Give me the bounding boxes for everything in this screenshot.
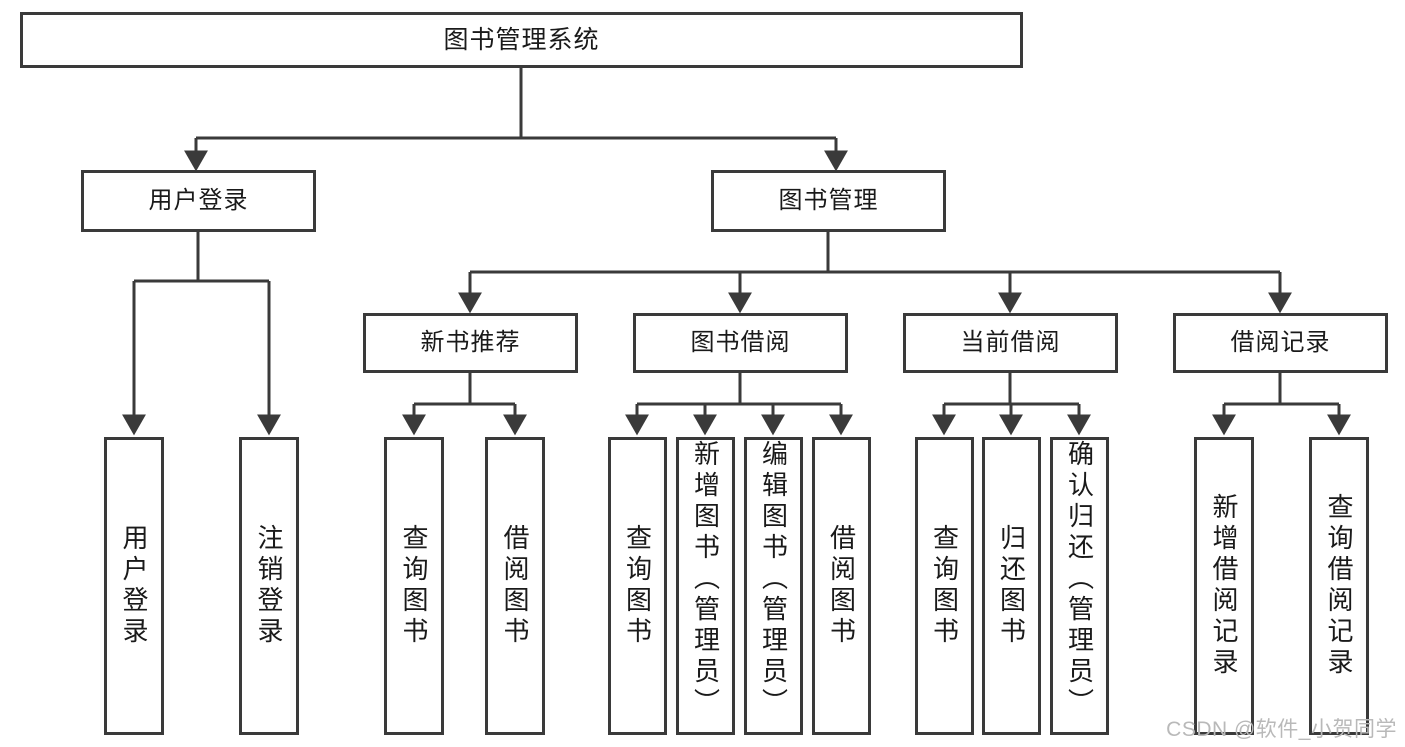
leaf-record-query-record[interactable]: 查询借阅记录 xyxy=(1309,437,1369,735)
watermark: CSDN @软件_小贺同学 xyxy=(1166,718,1397,741)
node-label: 编辑图书（管理员） xyxy=(758,440,789,719)
node-label: 当前借阅 xyxy=(960,329,1061,357)
node-root-system[interactable]: 图书管理系统 xyxy=(20,12,1023,68)
leaf-borrow-edit-book-admin[interactable]: 编辑图书（管理员） xyxy=(744,437,803,735)
leaf-current-return-book[interactable]: 归还图书 xyxy=(982,437,1041,735)
node-label: 借阅图书 xyxy=(500,524,531,648)
node-current-borrow[interactable]: 当前借阅 xyxy=(903,313,1118,373)
leaf-borrow-query-book[interactable]: 查询图书 xyxy=(608,437,667,735)
node-label: 图书管理系统 xyxy=(443,25,600,54)
node-label: 图书借阅 xyxy=(690,329,791,357)
node-borrow-record[interactable]: 借阅记录 xyxy=(1173,313,1388,373)
node-label: 新增图书（管理员） xyxy=(690,440,721,719)
leaf-recommend-query-book[interactable]: 查询图书 xyxy=(384,437,444,735)
node-label: 借阅图书 xyxy=(826,524,857,648)
node-label: 新书推荐 xyxy=(420,329,521,357)
node-label: 查询图书 xyxy=(622,524,653,648)
node-new-book-recommend[interactable]: 新书推荐 xyxy=(363,313,578,373)
node-label: 用户登录 xyxy=(148,187,249,215)
node-label: 归还图书 xyxy=(996,524,1027,648)
leaf-record-add-record[interactable]: 新增借阅记录 xyxy=(1194,437,1254,735)
leaf-current-confirm-return-admin[interactable]: 确认归还（管理员） xyxy=(1050,437,1109,735)
node-user-login[interactable]: 用户登录 xyxy=(81,170,316,232)
node-label: 查询图书 xyxy=(929,524,960,648)
leaf-borrow-add-book-admin[interactable]: 新增图书（管理员） xyxy=(676,437,735,735)
leaf-borrow-borrow-book[interactable]: 借阅图书 xyxy=(812,437,871,735)
leaf-current-query-book[interactable]: 查询图书 xyxy=(915,437,974,735)
leaf-user-login-logout[interactable]: 注销登录 xyxy=(239,437,299,735)
node-label: 查询图书 xyxy=(399,524,430,648)
leaf-recommend-borrow-book[interactable]: 借阅图书 xyxy=(485,437,545,735)
node-book-borrow[interactable]: 图书借阅 xyxy=(633,313,848,373)
node-label: 查询借阅记录 xyxy=(1324,493,1355,679)
node-label: 注销登录 xyxy=(254,524,285,648)
node-label: 用户登录 xyxy=(119,524,150,648)
leaf-user-login-login[interactable]: 用户登录 xyxy=(104,437,164,735)
node-label: 图书管理 xyxy=(778,187,879,215)
node-label: 借阅记录 xyxy=(1230,329,1331,357)
node-book-management[interactable]: 图书管理 xyxy=(711,170,946,232)
node-label: 确认归还（管理员） xyxy=(1064,440,1095,719)
node-label: 新增借阅记录 xyxy=(1209,493,1240,679)
